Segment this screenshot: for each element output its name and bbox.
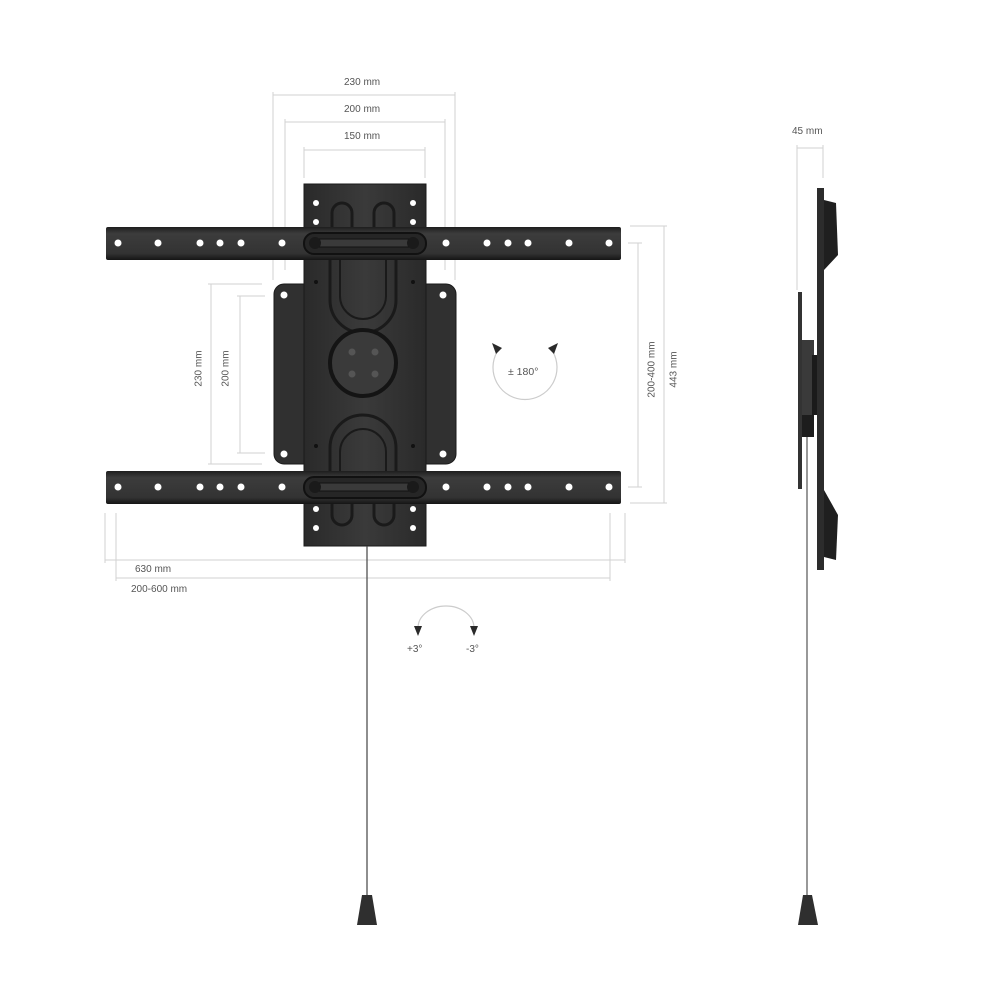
bottom-rail <box>106 471 621 504</box>
dim-label-200-left: 200 mm <box>220 350 232 387</box>
top-rail <box>106 227 621 260</box>
back-plate <box>273 283 457 465</box>
dimension-lines <box>104 92 824 581</box>
tilt-plus-label: +3° <box>407 644 423 655</box>
tilt-arrows-icon <box>417 605 475 629</box>
dim-label-200-top: 200 mm <box>344 104 381 115</box>
rotation-label: ± 180° <box>508 366 539 378</box>
dim-label-230-left: 230 mm <box>193 350 205 387</box>
dim-label-443-right: 443 mm <box>668 351 680 388</box>
dim-label-630-bottom: 630 mm <box>135 564 172 575</box>
dim-label-150-top: 150 mm <box>344 131 381 142</box>
dim-label-200-400-right: 200-400 mm <box>646 341 658 398</box>
rotate-arrows-icon <box>492 351 558 401</box>
pull-cord-front <box>357 546 377 925</box>
dim-label-230-top: 230 mm <box>344 77 381 88</box>
dim-label-200-600-bottom: 200-600 mm <box>131 584 188 595</box>
dim-label-45-side: 45 mm <box>792 126 823 137</box>
tilt-minus-label: -3° <box>466 644 479 655</box>
side-view <box>798 188 838 925</box>
